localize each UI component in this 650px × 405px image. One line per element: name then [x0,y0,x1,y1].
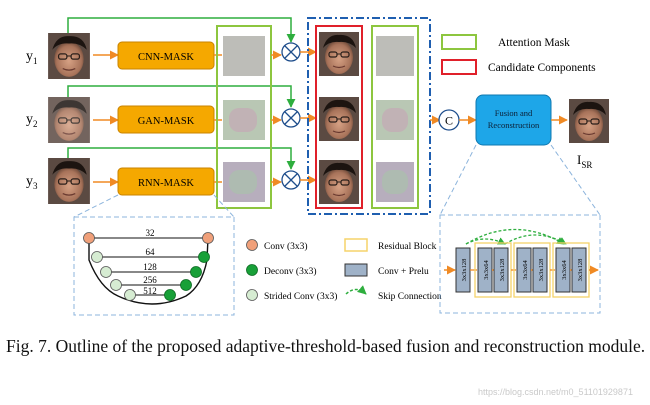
block-label: 3x3x128 [577,259,584,282]
candidate-components-swatch [441,59,477,75]
connector-line [550,144,601,216]
mask-label: CNN-MASK [138,52,194,63]
attention-map-image [229,170,257,194]
skip-connection-legend-marker [345,285,367,295]
deconv-legend-label: Deconv (3x3) [264,266,317,277]
concat-symbol: C [445,114,453,128]
candidate-face-image [319,97,359,141]
channel-label: 128 [143,262,157,272]
skip-connection-legend-label: Skip Connection [378,292,442,302]
arrow [67,17,296,43]
input-face-image [47,33,91,79]
cnn-mask-box: CNN-MASK [117,41,215,70]
input-row-1: y1 [26,33,91,79]
strided-conv-legend-label: Strided Conv (3x3) [264,291,337,302]
attention-mask-column [216,25,272,209]
connector-line [213,194,235,218]
mask-label: GAN-MASK [138,116,195,127]
candidate-components-column [315,25,363,209]
multiply-node [281,42,301,62]
candidate-face-image [319,32,359,76]
conv-node [83,232,95,244]
strided-conv-node [91,251,103,263]
channel-label: 32 [146,228,155,238]
input-row-2: y2 [26,97,91,143]
channel-label: 64 [146,247,156,257]
conv-legend-marker [246,239,258,251]
candidate-components-legend-label: Candidate Components [488,62,596,74]
unet-detail-panel: 32 64 128 256 512 [73,216,235,316]
channel-label: 256 [143,275,157,285]
conv-legend-label: Conv (3x3) [264,241,308,252]
deconv-node [190,266,202,278]
figure-caption: Fig. 7. Outline of the proposed adaptive… [6,336,646,356]
residual-detail-panel: 3x3x128 3x3x64 3x3x128 3x3x64 3x3x128 3x… [439,214,601,314]
attention-mask-legend-label: Attention Mask [498,37,570,49]
attention-mask-column [371,25,419,209]
fusion-reconstruction-box: Fusion and Reconstruction [475,94,552,146]
fusion-input-group [307,17,431,215]
conv-prelu-block [532,247,548,293]
arrow [67,147,296,170]
strided-conv-node [124,289,136,301]
strided-conv-node [100,266,112,278]
input-label-y3: y3 [26,174,38,191]
multiply-node [281,170,301,190]
input-face-image [47,97,91,143]
candidate-face-image [319,160,359,204]
concat-node: C [438,109,460,131]
connector-line [73,194,119,218]
block-label: 3x3x64 [483,260,490,280]
block-label: 3x3x128 [538,259,545,282]
watermark: https://blog.csdn.net/m0_51101929871 [478,387,633,397]
input-label-y1: y1 [26,49,38,66]
attention-map-image [382,170,408,194]
attention-map-image [376,36,414,76]
multiply-node [281,108,301,128]
strided-conv-node [110,279,122,291]
channel-label: 512 [143,286,157,296]
input-row-3: y3 [26,158,91,204]
mask-label: RNN-MASK [138,178,194,189]
attention-map-image [229,108,257,132]
output-label: ISR [577,152,592,170]
attention-mask-swatch [441,34,477,50]
skip-arrow [504,234,567,245]
conv-node [202,232,214,244]
residual-block-legend-marker [344,238,368,252]
deconv-legend-marker [246,264,258,276]
bottom-legend: Conv (3x3) Deconv (3x3) Strided Conv (3x… [246,238,442,302]
output-face-image [569,99,609,143]
deconv-node [164,289,176,301]
gan-mask-box: GAN-MASK [117,105,215,134]
fusion-diagram: y1 y2 y3 CNN-MASK GAN-MASK RNN-MASK [26,17,609,316]
conv-prelu-legend-label: Conv + Prelu [378,267,429,277]
conv-prelu-legend-marker [344,263,368,277]
block-label: 3x3x128 [461,259,468,282]
arrow [67,85,296,108]
residual-panel-border [439,214,601,314]
block-label: 3x3x64 [561,260,568,280]
rnn-mask-box: RNN-MASK [117,167,215,196]
input-face-image [47,158,91,204]
deconv-node [180,279,192,291]
block-label: 3x3x128 [499,259,506,282]
attention-map-image [382,108,408,132]
unet-panel-border [73,216,235,316]
attention-map-image [223,36,265,76]
fusion-box-label: Fusion and [495,108,533,118]
attention-mask-legend: Attention Mask [441,34,570,50]
conv-prelu-block [571,247,587,293]
input-label-y2: y2 [26,112,38,129]
conv-prelu-block [493,247,509,293]
fusion-box-label: Reconstruction [488,120,540,130]
connector-line [439,144,477,216]
candidate-components-legend: Candidate Components [441,59,596,75]
residual-block-legend-label: Residual Block [378,242,437,252]
block-label: 3x3x64 [522,260,529,280]
unet-u-path [88,237,209,305]
deconv-node [198,251,210,263]
strided-conv-legend-marker [246,289,258,301]
